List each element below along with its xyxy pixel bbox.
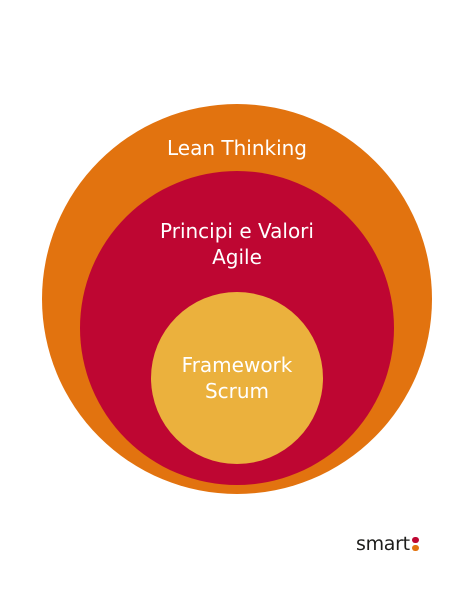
logo-dot-bottom [411,545,419,551]
inner-circle-label-line-2: Scrum [205,379,269,403]
outer-circle-label: Lean Thinking [167,136,307,160]
logo-dots-icon [411,534,419,554]
inner-circle-scrum [151,292,323,464]
middle-circle-label-line-2: Agile [212,245,262,269]
smart-logo: smart [356,532,432,556]
logo-dot-top [411,537,419,543]
inner-circle-label-line-1: Framework [182,353,293,377]
logo-text: smart [356,532,410,555]
middle-circle-label-line-1: Principi e Valori [160,219,314,243]
